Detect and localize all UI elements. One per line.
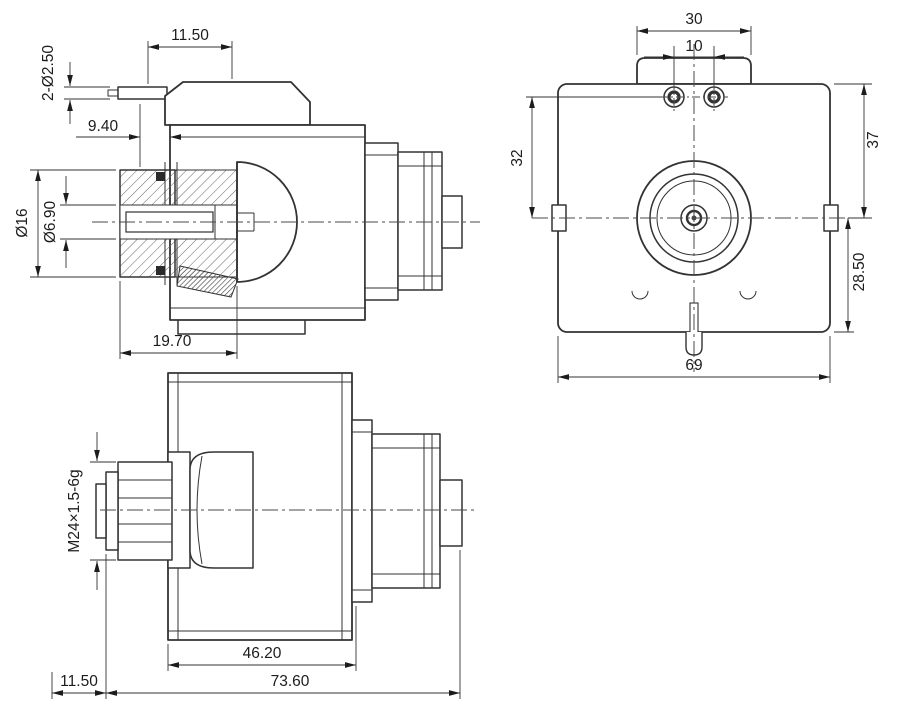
o-ring-bottom bbox=[156, 266, 165, 275]
adjuster-assembly bbox=[95, 451, 254, 569]
screw-tip bbox=[95, 483, 107, 539]
dim-pin-offset-top: 11.50 bbox=[171, 27, 209, 44]
dim-thread-spec: M24×1.5-6g bbox=[66, 469, 83, 552]
seal-wedge bbox=[176, 265, 239, 298]
bottom-notch-left bbox=[631, 290, 649, 300]
o-ring-top bbox=[156, 172, 165, 181]
dim-bore-diameter: Ø6.90 bbox=[42, 201, 59, 244]
hex-nut bbox=[117, 461, 173, 561]
dim-pin-diameter: 2-Ø2.50 bbox=[40, 45, 57, 101]
side-view bbox=[95, 372, 478, 641]
section-hatch-upper bbox=[119, 169, 238, 206]
dim-height-bottom: 28.50 bbox=[851, 252, 868, 291]
bottom-notch-right bbox=[739, 290, 757, 300]
front-view bbox=[532, 44, 858, 372]
dim-tab-width: 30 bbox=[685, 11, 703, 28]
dim-hole-to-center: 32 bbox=[509, 149, 526, 166]
dim-screw-protrusion: 11.50 bbox=[60, 673, 98, 690]
dim-face-offset: 9.40 bbox=[88, 118, 119, 135]
section-hatch-lower bbox=[119, 238, 238, 278]
dim-cartridge-length: 19.70 bbox=[153, 333, 192, 350]
side-view-dimensions: M24×1.5-6g 46.20 73.60 11.50 bbox=[51, 432, 461, 699]
dim-coil-length: 46.20 bbox=[243, 645, 282, 662]
dim-overall-length: 73.60 bbox=[271, 673, 310, 690]
cartridge-section bbox=[119, 161, 298, 298]
front-view-dimensions: 30 10 32 37 28.50 69 bbox=[509, 11, 882, 383]
coil-bottom-skirt bbox=[177, 320, 306, 335]
override-pin-tip bbox=[107, 89, 119, 97]
upper-mount-block bbox=[164, 81, 311, 126]
override-pin bbox=[117, 86, 168, 100]
section-view-dimensions: 11.50 2-Ø2.50 9.40 Ø16 Ø6.90 19.70 bbox=[14, 27, 238, 359]
connector-side bbox=[351, 419, 463, 603]
dim-height-top: 37 bbox=[865, 131, 882, 148]
dim-body-width: 69 bbox=[685, 357, 702, 374]
lock-nut bbox=[105, 471, 119, 551]
dim-cartridge-diameter: Ø16 bbox=[14, 208, 31, 237]
connector-section bbox=[364, 142, 463, 301]
dim-hole-spacing: 10 bbox=[685, 38, 703, 55]
section-view bbox=[92, 81, 480, 335]
